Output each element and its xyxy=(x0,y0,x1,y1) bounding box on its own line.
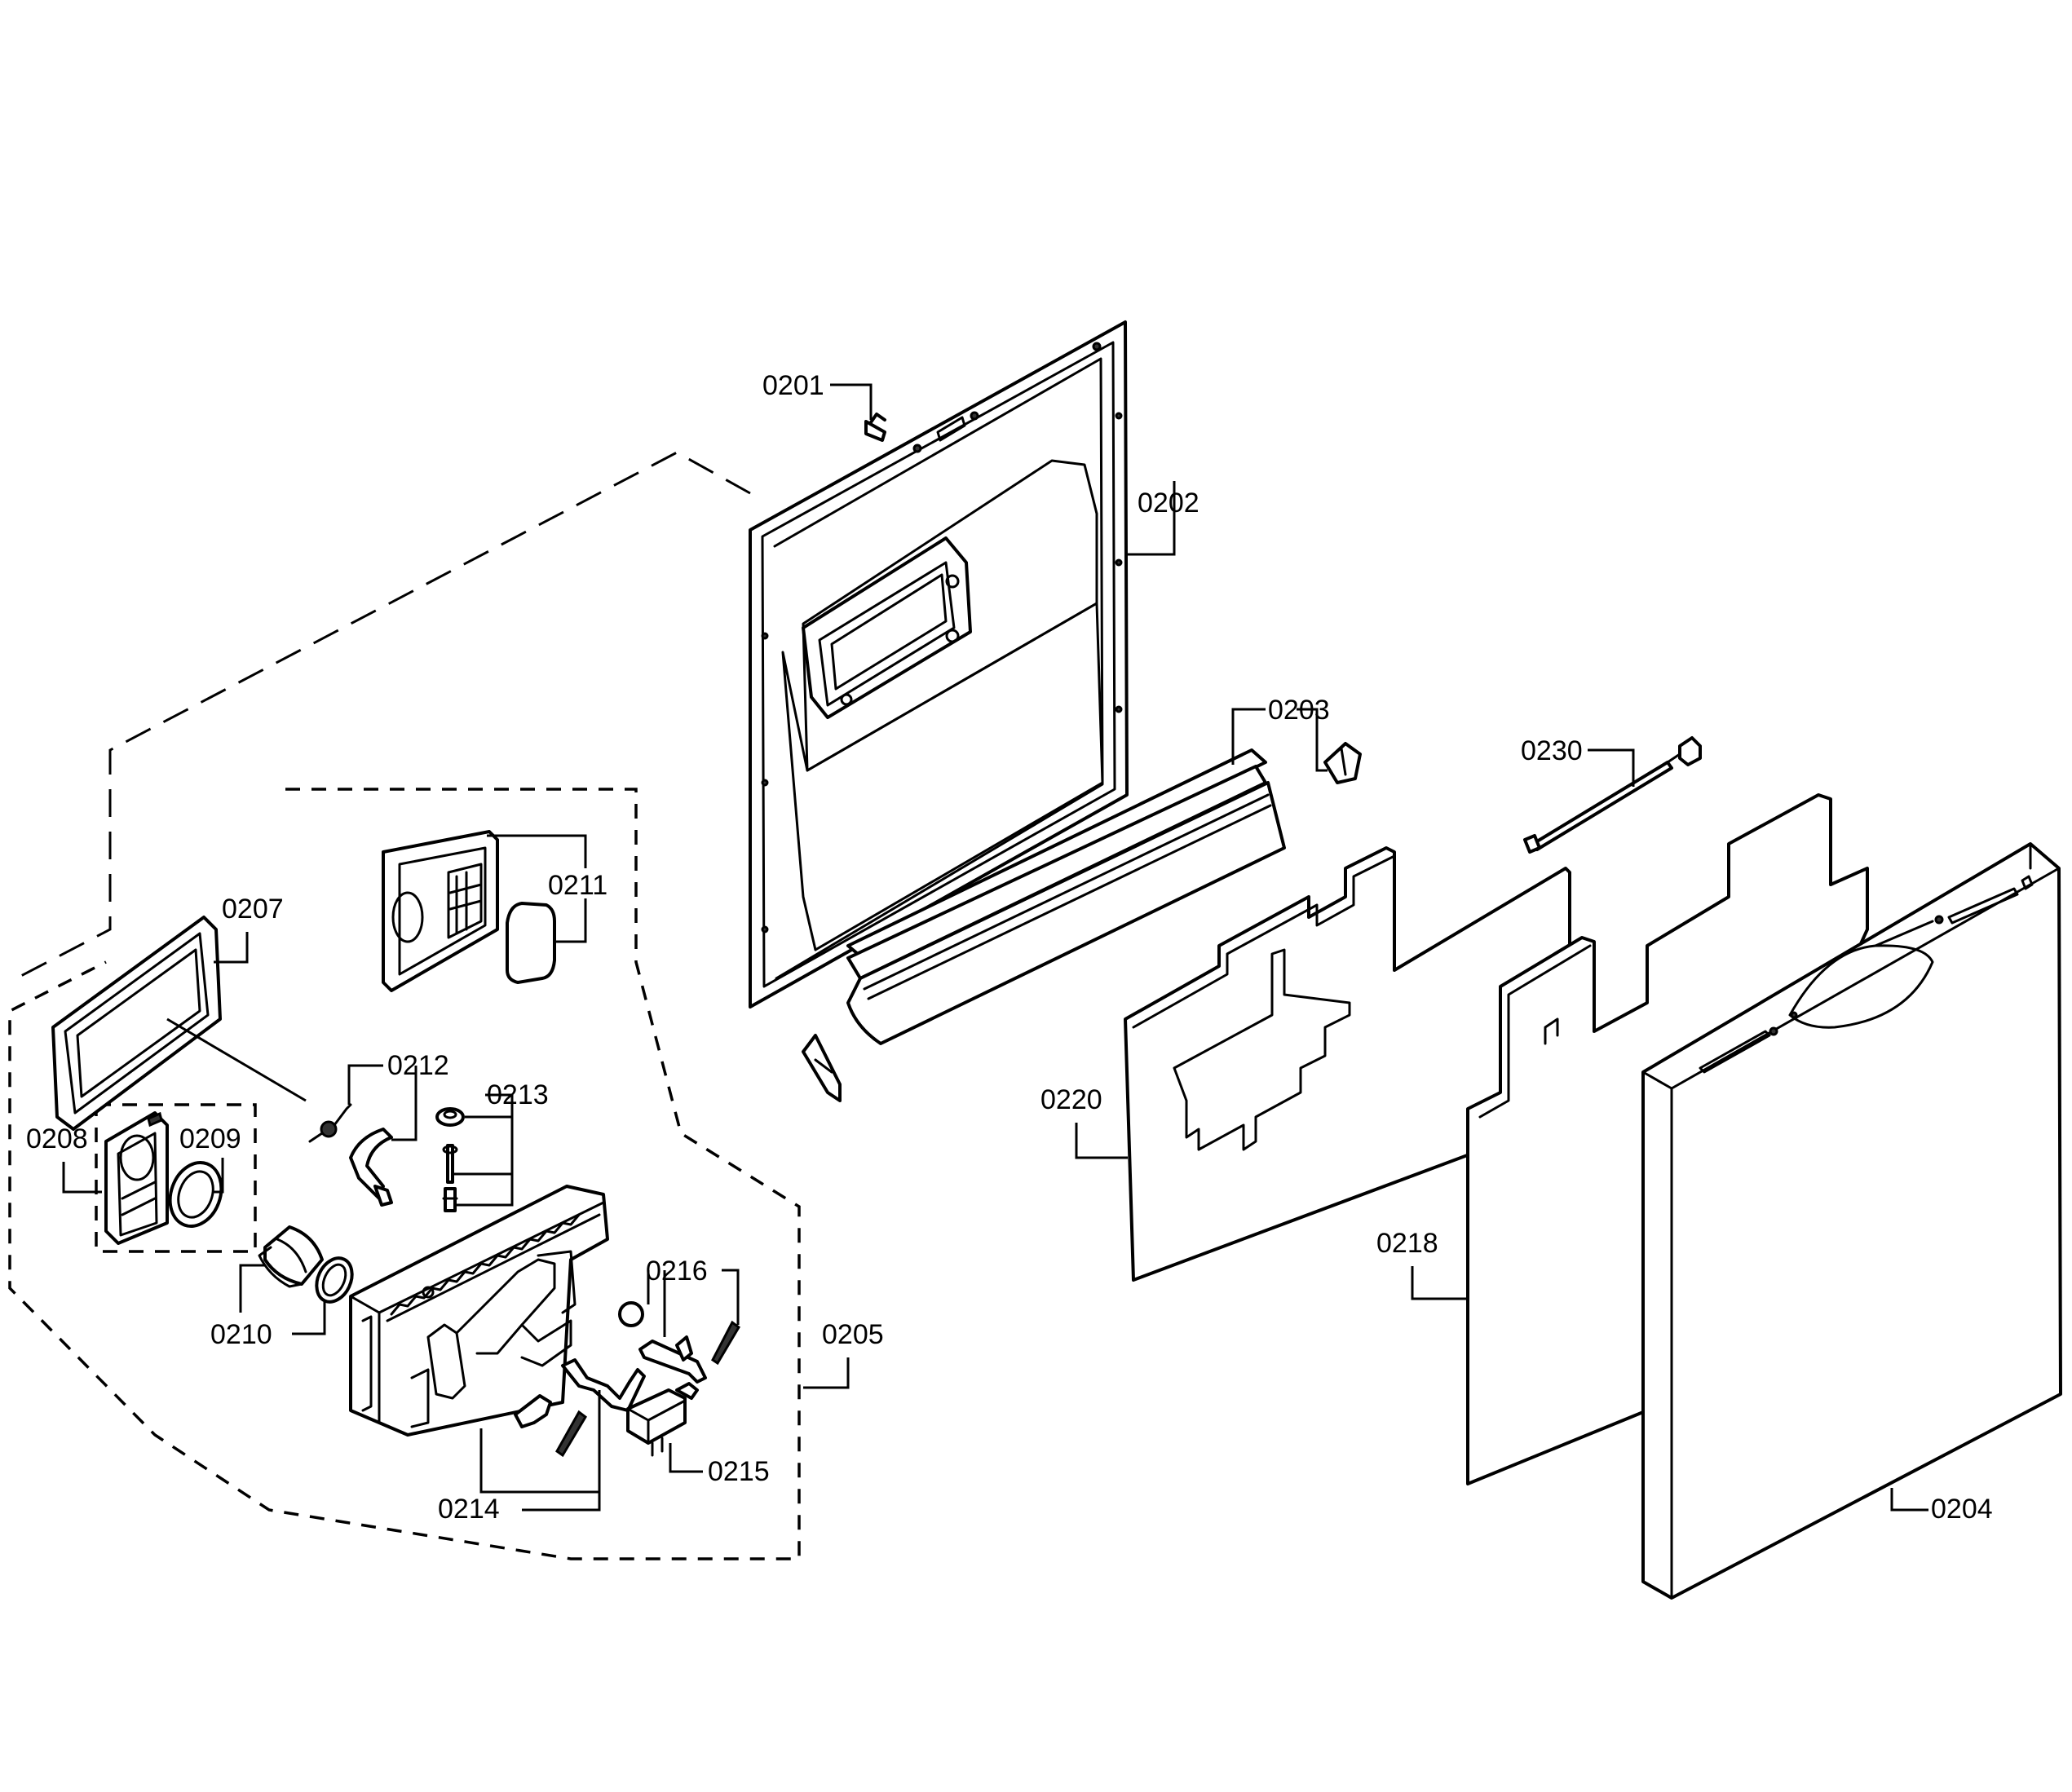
label-0213: 0213 xyxy=(487,1079,549,1110)
label-0230: 0230 xyxy=(1521,735,1583,766)
leader-0218 xyxy=(1411,1266,1468,1300)
leader-0216c xyxy=(722,1269,740,1325)
label-0215: 0215 xyxy=(708,1456,770,1487)
part-0210-knob xyxy=(258,1225,354,1304)
part-0214-spring xyxy=(555,1410,587,1458)
part-0203-end-clip-right xyxy=(1323,742,1362,784)
label-0212: 0212 xyxy=(387,1050,449,1081)
part-0212-spring-lever xyxy=(308,1103,393,1207)
subgroup-0208-0209-dashed-box xyxy=(95,1103,257,1253)
label-0202: 0202 xyxy=(1138,488,1199,519)
assembly-0205-dashed-outline xyxy=(8,788,801,1560)
label-0207: 0207 xyxy=(222,894,284,925)
leader-0212-lever xyxy=(391,1066,417,1141)
label-0216: 0216 xyxy=(646,1256,708,1287)
part-0230-cable xyxy=(1523,736,1702,854)
leader-0204 xyxy=(1890,1488,1928,1512)
part-0203-trim-strip xyxy=(846,748,1286,1045)
label-0203: 0203 xyxy=(1268,695,1330,726)
leader-0215 xyxy=(669,1443,703,1473)
leader-0209 xyxy=(214,1158,224,1194)
label-0204: 0204 xyxy=(1931,1494,1993,1525)
part-0213-pin xyxy=(435,1107,465,1212)
part-0211-pad xyxy=(506,902,556,984)
label-0209: 0209 xyxy=(179,1123,241,1154)
part-0207-dispenser-frame xyxy=(51,916,222,1131)
leader-0211-pad xyxy=(556,898,587,943)
leader-0220b xyxy=(1075,1123,1128,1159)
part-0215-switch xyxy=(626,1382,699,1457)
leader-0214b xyxy=(479,1428,599,1494)
leader-0214 xyxy=(522,1451,601,1512)
part-0203-end-clip-left xyxy=(802,1034,842,1102)
label-0214: 0214 xyxy=(438,1494,500,1525)
part-0214-latch-lever xyxy=(561,1358,646,1412)
label-0201: 0201 xyxy=(762,370,824,401)
label-0205: 0205 xyxy=(822,1319,884,1350)
leader-0211 xyxy=(487,834,587,868)
label-0208: 0208 xyxy=(26,1123,88,1154)
leader-0207 xyxy=(214,932,249,964)
part-labels: 0201 0202 0203 0204 0205 0207 0208 0209 … xyxy=(26,370,1993,1525)
leader-0230 xyxy=(1588,748,1635,787)
part-0216-lever xyxy=(638,1335,707,1384)
leader-0207-link xyxy=(166,1017,307,1102)
outer-group-dashed-outline xyxy=(15,451,751,980)
leader-0210-ring xyxy=(292,1300,326,1335)
part-0201-screw xyxy=(864,413,886,442)
part-0214-slider xyxy=(514,1394,552,1428)
part-0209-seal-ring xyxy=(168,1161,223,1228)
part-0202-inner-door xyxy=(749,320,1129,1009)
part-0211-bracket xyxy=(382,830,499,992)
leader-0202 xyxy=(1128,481,1176,556)
leader-0203-clip xyxy=(1297,708,1328,772)
leader-0203 xyxy=(1231,708,1266,765)
leader-0212 xyxy=(347,1064,383,1105)
part-0216-ball xyxy=(618,1301,644,1327)
leader-0205 xyxy=(803,1357,850,1389)
part-0216-spring xyxy=(711,1320,740,1366)
part-0204-outer-door xyxy=(1641,842,2062,1600)
leader-0210 xyxy=(239,1264,265,1313)
part-0208-cover xyxy=(104,1111,169,1245)
leader-lines xyxy=(62,383,1928,1512)
label-0220: 0220 xyxy=(1040,1084,1102,1115)
part-0205-dispenser-housing xyxy=(349,1185,609,1437)
label-0211: 0211 xyxy=(548,870,607,901)
leader-0213 xyxy=(457,1093,514,1207)
leader-0208 xyxy=(62,1162,102,1194)
label-0210: 0210 xyxy=(210,1319,272,1350)
leader-0201 xyxy=(830,383,873,420)
label-0218: 0218 xyxy=(1376,1228,1438,1259)
